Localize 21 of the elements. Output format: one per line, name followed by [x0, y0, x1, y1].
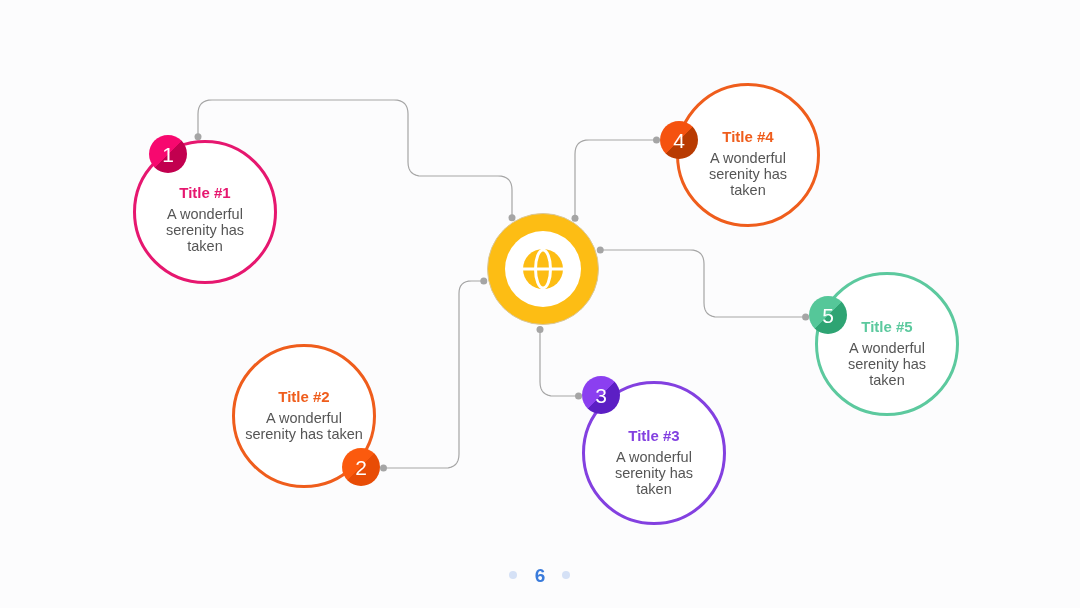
step-description: A wonderful serenity has taken: [164, 206, 246, 254]
connector-line: [571, 136, 660, 222]
number-badge: 1: [149, 135, 187, 173]
step-title: Title #5: [861, 318, 913, 336]
step-title: Title #1: [179, 184, 231, 202]
step-description: A wonderful serenity has taken: [846, 340, 928, 388]
number-badge: 3: [582, 376, 620, 414]
step-title: Title #3: [628, 427, 680, 445]
step-description: A wonderful serenity has taken: [707, 150, 789, 198]
number-badge: 2: [342, 448, 380, 486]
step-title: Title #4: [722, 128, 774, 146]
number-badge: 4: [660, 121, 698, 159]
connector-line: [194, 99, 516, 222]
number-badge: 5: [809, 296, 847, 334]
connector-line: [536, 325, 583, 400]
step-description: A wonderful serenity has taken: [613, 449, 695, 497]
connector-line: [596, 246, 810, 321]
page-number: 6: [534, 566, 546, 586]
step-title: Title #2: [278, 388, 330, 406]
connector-line: [379, 277, 488, 472]
step-description: A wonderful serenity has taken: [244, 410, 364, 442]
